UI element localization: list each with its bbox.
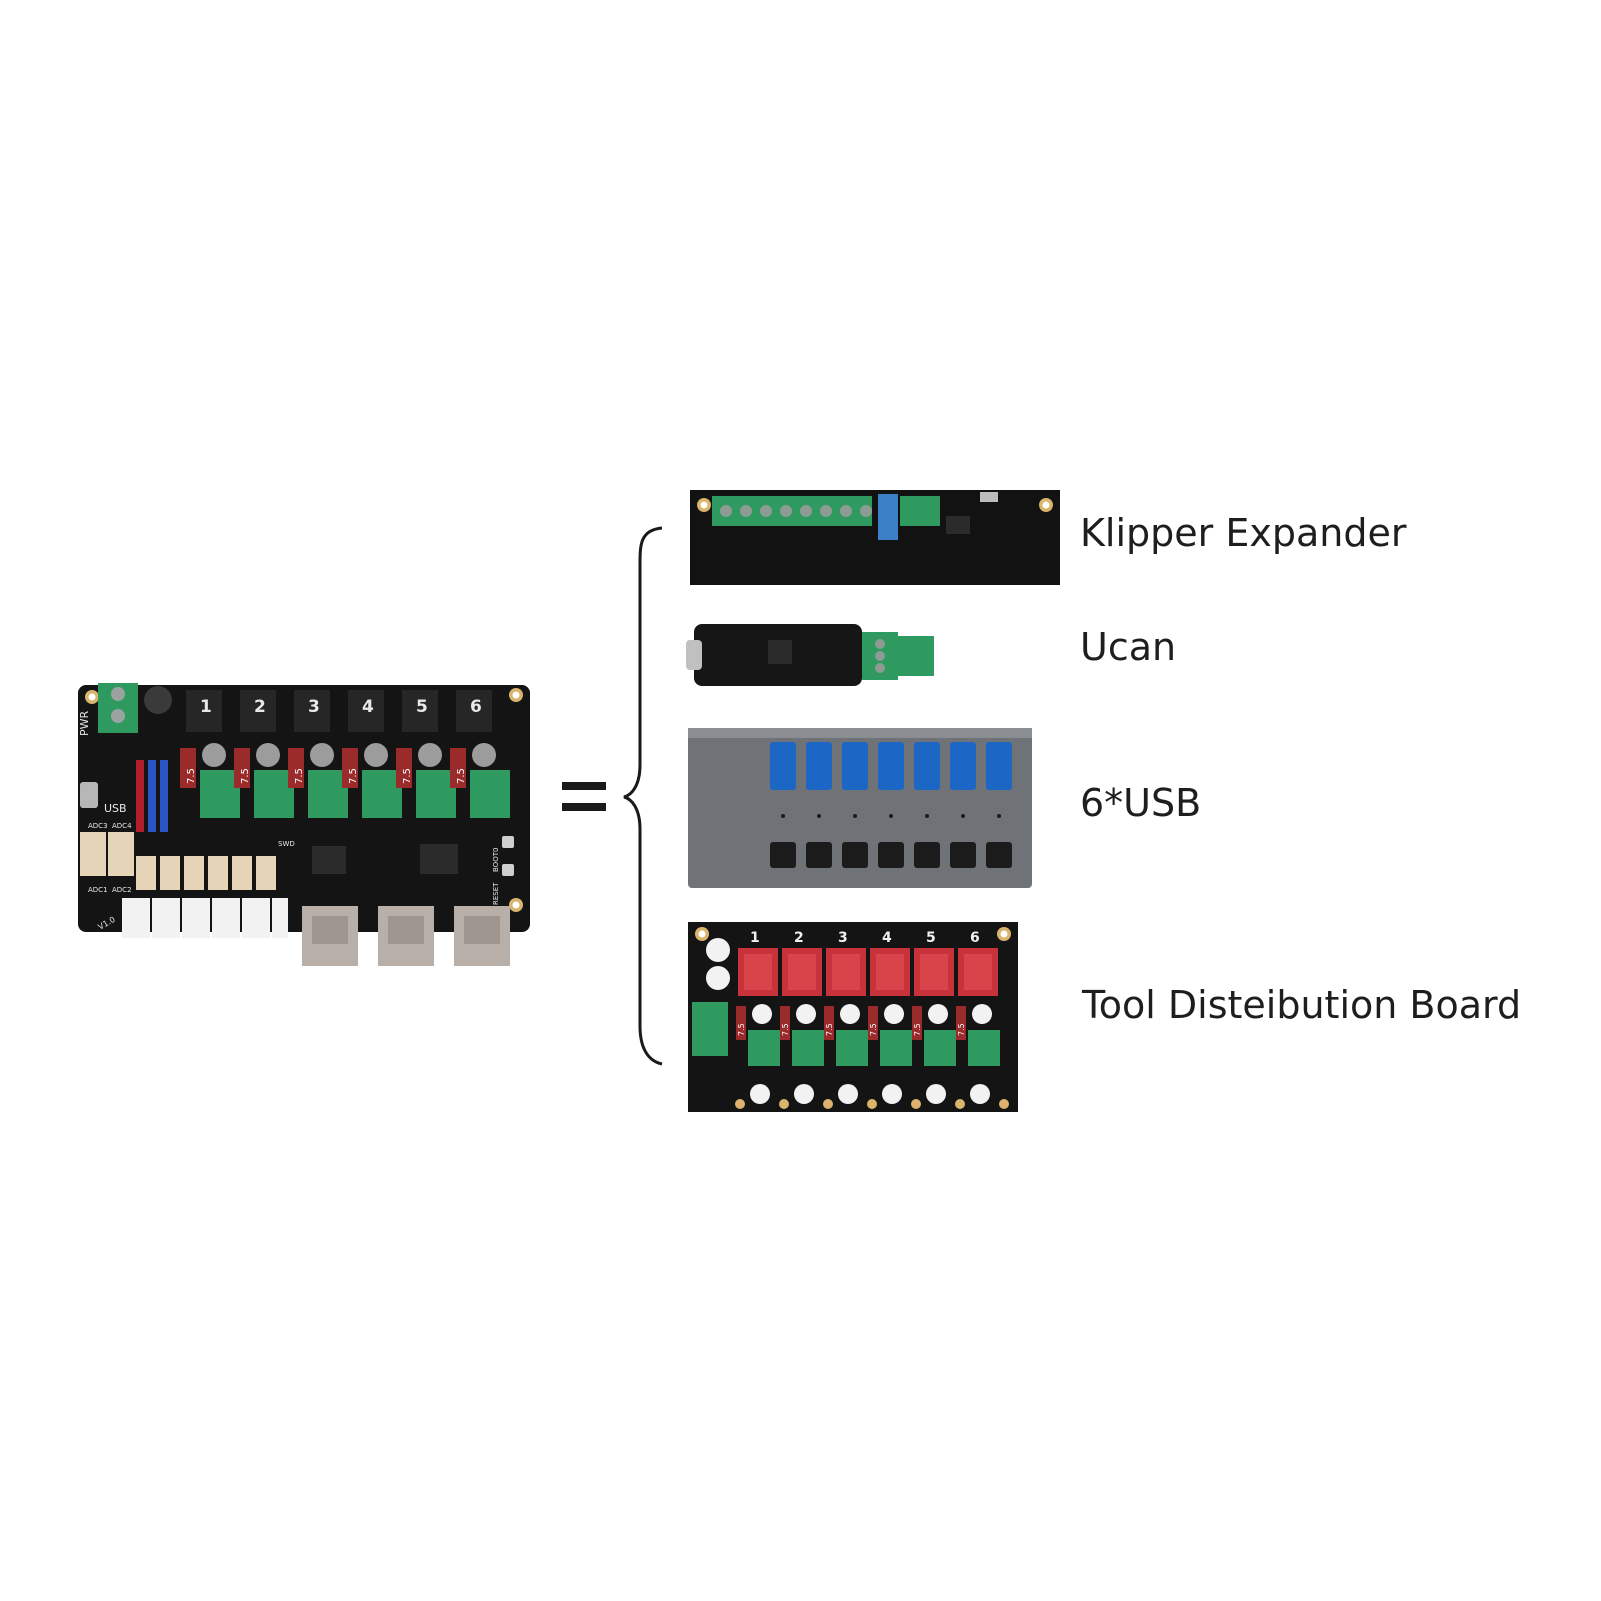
fuse-rating: 7.5 — [869, 1023, 878, 1036]
output-terminal — [200, 770, 240, 818]
klipper-expander-image — [690, 490, 1060, 585]
channel-number: 3 — [308, 697, 320, 717]
component-label-ucan: Ucan — [1080, 625, 1176, 669]
distribution-channels: 1 7.5 2 7.5 3 7.5 — [736, 930, 1000, 1104]
channel-number: 2 — [254, 697, 266, 717]
adc3-label: ADC3 — [88, 822, 108, 830]
adc1-label: ADC1 — [88, 886, 108, 894]
component-label-tool-distribution-board: Tool Disteibution Board — [1081, 983, 1521, 1027]
output-terminal — [470, 770, 510, 818]
usb-c-port — [80, 782, 98, 808]
channel-number: 2 — [794, 930, 804, 946]
main-board-channels: 1 7.5 2 7.5 3 7.5 — [180, 690, 510, 818]
boot0-button — [502, 836, 514, 848]
usb-hub-image — [688, 728, 1032, 888]
channel-number: 1 — [750, 930, 760, 946]
output-terminal — [254, 770, 294, 818]
channel-number: 6 — [470, 697, 482, 717]
swd-label: SWD — [278, 840, 295, 848]
pwr-label: PWR — [78, 710, 91, 736]
rj45-ports — [302, 906, 510, 966]
fuse-rating: 7.5 — [781, 1023, 790, 1036]
fuse-rating: 7.5 — [294, 768, 305, 784]
fuse-rating: 7.5 — [402, 768, 413, 784]
fuse-rating: 7.5 — [348, 768, 359, 784]
fuse-rating: 7.5 — [913, 1023, 922, 1036]
output-terminal — [308, 770, 348, 818]
fuse-rating: 7.5 — [240, 768, 251, 784]
adc4-label: ADC4 — [112, 822, 132, 830]
main-board: PWR USB ADC3 ADC4 ADC1 ADC2 1 7.5 — [78, 683, 530, 966]
curly-brace — [623, 526, 663, 1066]
component-label-klipper-expander: Klipper Expander — [1080, 511, 1407, 555]
adc2-label: ADC2 — [112, 886, 132, 894]
boot0-label: BOOT0 — [492, 848, 500, 872]
tool-distribution-board-image: 1 7.5 2 7.5 3 7.5 — [688, 922, 1018, 1112]
ucan-image — [686, 624, 934, 686]
output-terminal — [362, 770, 402, 818]
fuse-rating: 7.5 — [456, 768, 467, 784]
reset-button — [502, 864, 514, 876]
fuse-rating: 7.5 — [737, 1023, 746, 1036]
fuse-rating: 7.5 — [186, 768, 197, 784]
channel-number: 5 — [416, 697, 428, 717]
fuse-rating: 7.5 — [957, 1023, 966, 1036]
channel-number: 6 — [970, 930, 980, 946]
channel-number: 5 — [926, 930, 936, 946]
usb-label: USB — [104, 802, 127, 815]
output-terminal — [416, 770, 456, 818]
reset-label: RESET — [492, 882, 500, 905]
fuse-rating: 7.5 — [825, 1023, 834, 1036]
usb-port-switches — [770, 842, 1012, 868]
usb-ports — [770, 742, 1012, 790]
channel-number: 4 — [362, 697, 374, 717]
component-label-6-usb: 6*USB — [1080, 781, 1201, 825]
equals-sign — [562, 782, 606, 811]
channel-number: 3 — [838, 930, 848, 946]
channel-number: 4 — [882, 930, 892, 946]
channel-number: 1 — [200, 697, 212, 717]
